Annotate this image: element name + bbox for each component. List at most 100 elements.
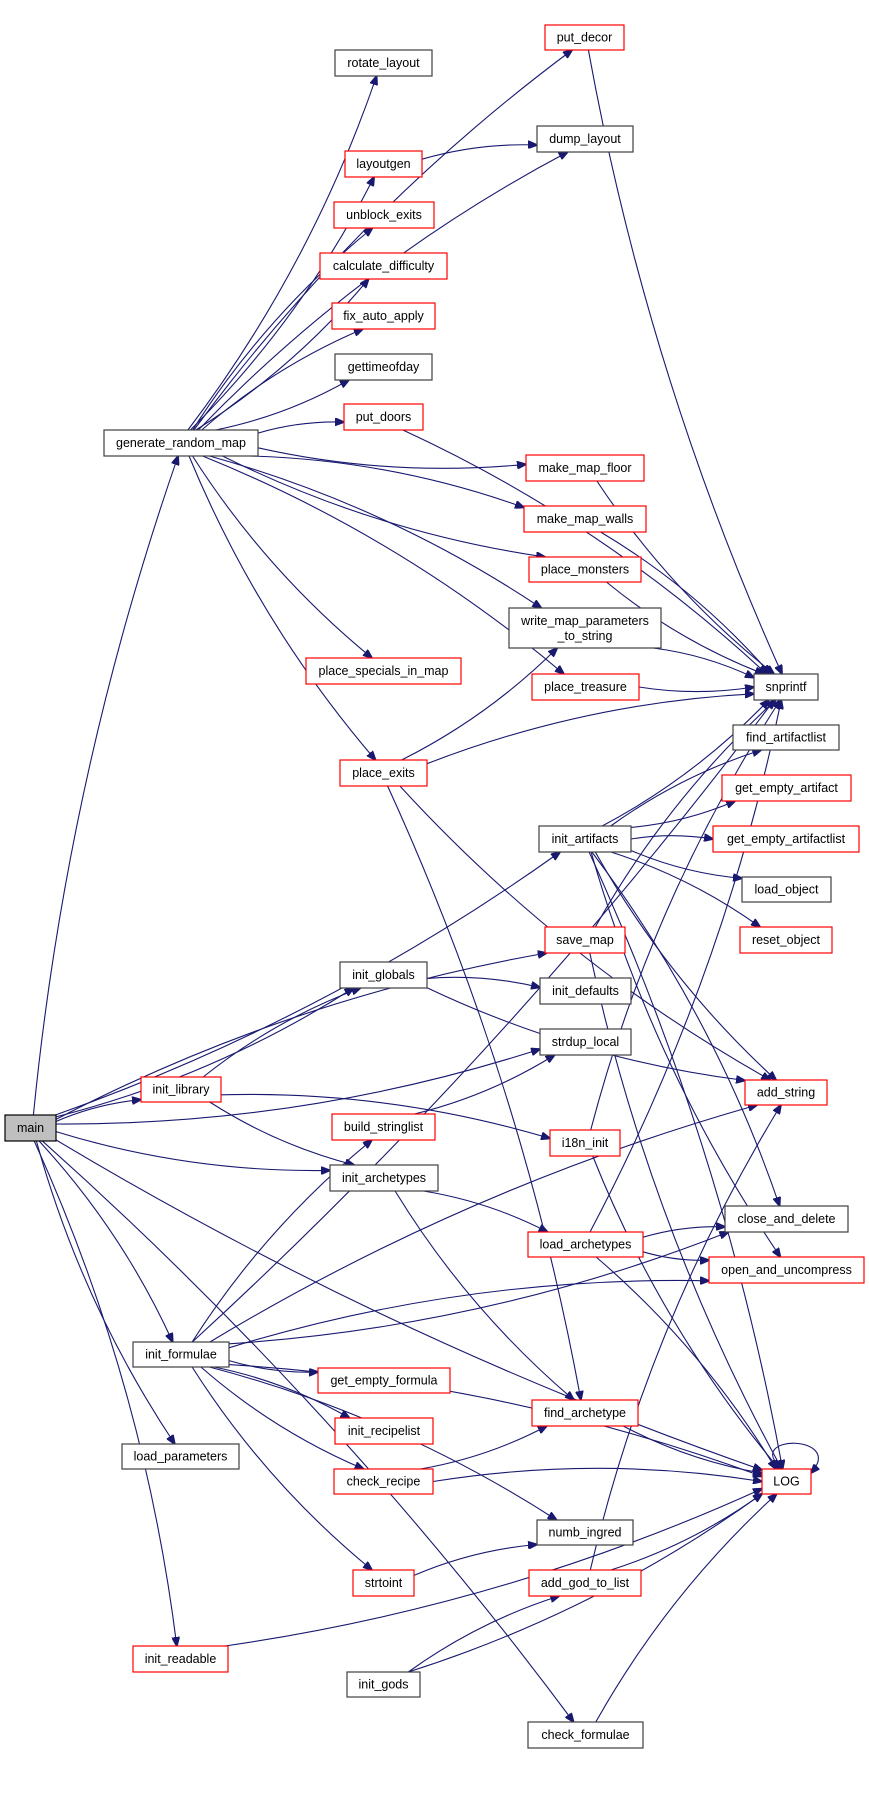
edge-generate_random_map-to-make_map_walls [250,455,524,508]
edge-init_readable-to-LOG [224,1489,762,1647]
edge-add_god_to_list-to-add_string [589,1105,781,1571]
node-box [761,1468,812,1495]
node-put-decor[interactable]: put_decor [544,24,625,51]
node-label: init_archetypes [342,1171,426,1185]
node-place-specials-in-map[interactable]: place_specials_in_map [305,657,462,685]
node-init-readable[interactable]: init_readable [132,1645,229,1673]
edge-place_exits-to-snprintf [426,694,754,765]
node-check-formulae[interactable]: check_formulae [527,1721,644,1749]
node-init-artifacts[interactable]: init_artifacts [538,825,632,853]
node-box [339,961,428,989]
node-init-globals[interactable]: init_globals [339,961,428,989]
edge-init_artifacts-to-add_string [594,851,776,1080]
node-numb-ingred[interactable]: numb_ingred [536,1519,634,1546]
node-box [724,1205,849,1233]
node-build-stringlist[interactable]: build_stringlist [331,1113,436,1141]
node-find-artifactlist[interactable]: find_artifactlist [732,724,840,751]
node-get-empty-artifact[interactable]: get_empty_artifact [721,774,852,802]
node-label: unblock_exits [346,208,422,222]
edge-main-to-LOG [55,1139,762,1470]
node-make-map-walls[interactable]: make_map_walls [523,505,647,533]
node-save-map[interactable]: save_map [544,926,626,954]
node-label: init_artifacts [552,832,619,846]
node-open-and-uncompress[interactable]: open_and_uncompress [708,1256,865,1284]
node-check-recipe[interactable]: check_recipe [333,1468,434,1495]
node-init-defaults[interactable]: init_defaults [539,977,632,1005]
edge-i18n_init-to-snprintf [590,700,781,1131]
node-gettimeofday[interactable]: gettimeofday [334,353,433,381]
edge-init_formulae-to-open_and_uncompress [228,1280,709,1349]
node-put-doors[interactable]: put_doors [343,403,424,431]
node-layoutgen[interactable]: layoutgen [344,150,423,178]
node-label: load_archetypes [540,1238,632,1252]
edge-check_recipe-to-LOG [432,1467,762,1481]
node-init-library[interactable]: init_library [140,1076,222,1103]
node-label: LOG [773,1475,799,1489]
node-strdup-local[interactable]: strdup_local [539,1028,632,1056]
node-add-god-to-list[interactable]: add_god_to_list [528,1569,642,1597]
node-log[interactable]: LOG [761,1468,812,1495]
node-box [339,759,428,787]
node-unblock-exits[interactable]: unblock_exits [333,201,435,229]
node-box [523,505,647,533]
edge-i18n_init-to-LOG [592,1155,779,1469]
node-box [319,252,448,280]
node-label: init_globals [352,968,415,982]
node-label: get_empty_artifact [735,781,838,795]
node-get-empty-artifactlist[interactable]: get_empty_artifactlist [712,825,860,853]
node-rotate-layout[interactable]: rotate_layout [334,49,433,77]
node-label: init_formulae [145,1348,217,1362]
node-box [103,429,259,457]
node-label: add_string [757,1086,815,1100]
node-place-monsters[interactable]: place_monsters [528,556,642,583]
node-label: save_map [556,933,614,947]
node-box [544,24,625,51]
node-get-empty-formula[interactable]: get_empty_formula [317,1367,451,1394]
node-load-archetypes[interactable]: load_archetypes [527,1231,644,1258]
node-label: place_monsters [541,563,629,577]
node-load-object[interactable]: load_object [741,876,832,903]
node-fix-auto-apply[interactable]: fix_auto_apply [331,302,436,330]
node-i18n-init[interactable]: i18n_init [549,1129,621,1157]
node-box [317,1367,451,1394]
node-init-recipelist[interactable]: init_recipelist [334,1417,434,1445]
node-add-string[interactable]: add_string [744,1079,828,1106]
node-reset-object[interactable]: reset_object [739,926,833,954]
node-main[interactable]: main [4,1114,57,1142]
node-snprintf[interactable]: snprintf [753,673,819,701]
edge-init_formulae-to-init_recipelist [214,1366,349,1418]
node-init-gods[interactable]: init_gods [346,1671,421,1698]
edge-main-to-generate_random_map [32,456,178,1116]
node-load-parameters[interactable]: load_parameters [121,1443,240,1470]
node-label: dump_layout [549,132,621,146]
node-box [305,657,462,685]
node-box [4,1114,57,1142]
node-write-map-parameters-to-string[interactable]: write_map_parameters_to_string [508,607,662,649]
edge-init_artifacts-to-close_and_delete [591,851,780,1206]
node-box [549,1129,621,1157]
node-place-exits[interactable]: place_exits [339,759,428,787]
node-init-formulae[interactable]: init_formulae [132,1341,230,1368]
node-label: strtoint [365,1576,403,1590]
node-generate-random-map[interactable]: generate_random_map [103,429,259,457]
node-box [352,1569,415,1597]
node-strtoint[interactable]: strtoint [352,1569,415,1597]
node-init-archetypes[interactable]: init_archetypes [329,1164,439,1192]
node-dump-layout[interactable]: dump_layout [536,125,634,153]
node-box [334,353,433,381]
node-close-and-delete[interactable]: close_and_delete [724,1205,849,1233]
node-place-treasure[interactable]: place_treasure [531,673,640,701]
node-box [732,724,840,751]
node-box [721,774,852,802]
node-box [741,876,832,903]
edge-main-to-init_archetypes [55,1131,330,1171]
node-make-map-floor[interactable]: make_map_floor [525,454,645,482]
edge-init_artifacts-to-load_object [630,849,742,879]
node-find-archetype[interactable]: find_archetype [531,1399,639,1427]
node-box [539,1028,632,1056]
edge-generate_random_map-to-make_map_floor [257,447,526,469]
node-calculate-difficulty[interactable]: calculate_difficulty [319,252,448,280]
edge-init_artifacts-to-find_artifactlist [610,750,762,827]
node-label: layoutgen [356,157,410,171]
